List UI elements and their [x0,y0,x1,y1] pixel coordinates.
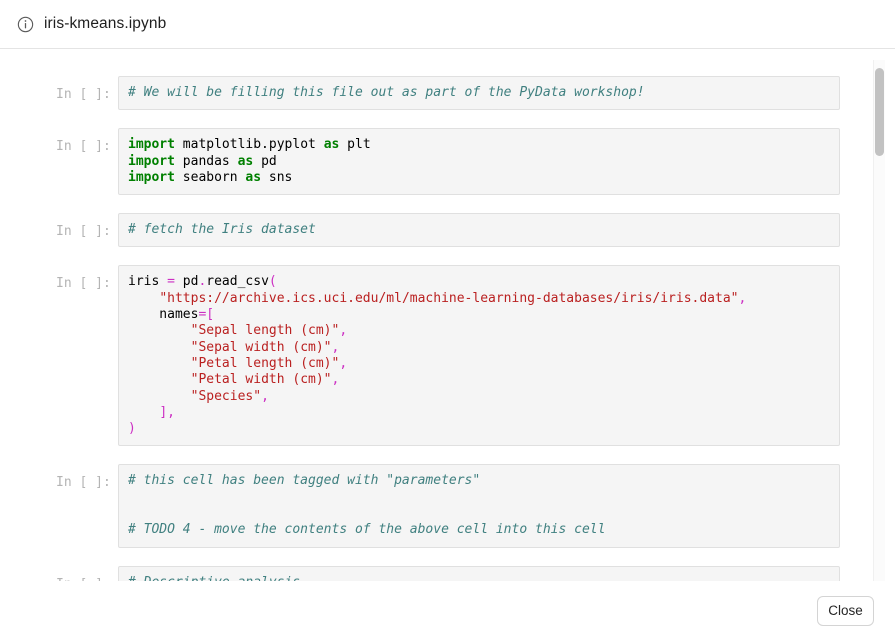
close-button[interactable]: Close [817,596,874,626]
code-token-keyword: import [128,153,175,169]
cell-source: iris.head() [128,627,830,643]
code-token-op: ( [268,274,277,290]
code-token-op: . [159,626,168,642]
cell-prompt: In [ ]: [56,628,111,643]
code-token-op: , [331,372,340,388]
code-token-op: . [198,274,207,290]
cell-source: iris = pd.read_csv( "https://archive.ics… [128,274,830,437]
notebook-body: In [ ]: # We will be filling this file ou… [0,50,895,643]
code-token-plain [128,372,191,387]
cell-editor[interactable]: iris.head() [118,617,840,643]
code-token-plain [128,291,159,306]
notebook-cell: In [ ]: iris = pd.read_csv( "https://arch… [0,265,858,447]
cell-editor[interactable]: # fetch the Iris dataset [118,213,840,248]
cell-editor[interactable]: iris = pd.read_csv( "https://archive.ics… [118,265,840,447]
code-token-plain: head [167,626,199,642]
code-blank-line [128,490,830,506]
code-token-op: , [738,290,747,306]
code-token-string: "Species" [190,388,262,404]
cell-prompt: In [ ]: [56,276,111,292]
code-token-keyword: as [237,153,254,169]
code-token-plain: pd [174,274,199,290]
code-token-op: =[ [198,307,215,323]
notebook-cell: In [ ]: # this cell has been tagged with … [0,464,858,548]
code-token-op: = [167,274,175,290]
cell-prompt: In [ ]: [56,87,111,102]
code-token-plain: matplotlib.pyplot [174,137,324,153]
code-token-plain: plt [339,137,371,153]
info-circle-icon [17,16,34,32]
code-token-comment: # We will be filling this file out as pa… [128,85,645,100]
code-token-string: "Sepal width (cm)" [190,339,332,355]
code-token-plain: iris [128,626,160,642]
code-token-plain [128,405,159,420]
code-token-keyword: as [245,169,262,185]
cell-prompt: In [ ]: [56,475,111,491]
code-token-plain: iris [128,274,168,290]
code-token-plain [128,340,191,355]
notebook-cell: In [ ]: # Descriptive analysis [0,565,858,600]
notebook-cell-list: In [ ]: # We will be filling this file ou… [0,50,858,643]
cell-prompt: In [ ]: [56,576,111,592]
cell-editor[interactable]: # this cell has been tagged with "parame… [118,464,840,548]
code-token-keyword: import [128,137,175,153]
vertical-scrollbar[interactable] [873,60,885,631]
cell-source: # fetch the Iris dataset [128,222,830,238]
notebook-cell: In [ ]: iris.head() [0,617,858,643]
notebook-cell: In [ ]: # fetch the Iris dataset [0,213,858,248]
code-token-string: "Petal width (cm)" [190,372,332,388]
cell-source: # this cell has been tagged with "parame… [128,473,830,538]
cell-editor[interactable]: # We will be filling this file out as pa… [118,76,840,111]
code-token-plain: read_csv [206,274,269,290]
code-token-op: ], [159,404,175,420]
cell-editor[interactable]: # Descriptive analysis [118,565,840,600]
code-token-plain: pd [253,153,277,169]
code-token-comment: # Descriptive analysis [128,574,301,590]
cell-source: # We will be filling this file out as pa… [128,85,830,101]
code-token-plain: pandas [174,153,238,169]
code-token-op: , [261,388,269,404]
code-token-string: "Sepal length (cm)" [190,323,340,339]
notebook-cell: In [ ]: import matplotlib.pyplot as plt i… [0,128,858,196]
code-token-op: () [198,626,215,642]
notebook-header: iris-kmeans.ipynb [0,0,895,49]
code-token-plain [128,389,191,404]
code-token-string: "https://archive.ics.uci.edu/ml/machine-… [159,290,739,306]
code-token-op: ) [128,421,136,437]
code-token-plain [128,323,191,338]
code-token-plain [128,356,191,371]
code-token-op: , [331,339,340,355]
code-token-keyword: import [128,169,175,185]
code-token-plain: sns [261,169,293,185]
page-title: iris-kmeans.ipynb [44,15,167,32]
cell-editor[interactable]: import matplotlib.pyplot as plt import p… [118,128,840,196]
code-token-comment: # TODO 4 - move the contents of the abov… [128,522,606,538]
code-token-op: , [339,323,348,339]
code-token-plain: seaborn [174,169,246,185]
cell-prompt: In [ ]: [56,224,111,240]
code-token-comment: # fetch the Iris dataset [128,222,316,238]
scrollbar-thumb[interactable] [875,68,884,156]
cell-prompt: In [ ]: [56,139,111,155]
notebook-cell: In [ ]: # We will be filling this file ou… [0,76,858,111]
code-token-comment: # this cell has been tagged with "parame… [128,473,481,489]
code-token-keyword: as [323,137,340,153]
code-token-plain: names [128,307,199,323]
code-token-op: , [339,355,348,371]
cell-source: import matplotlib.pyplot as plt import p… [128,137,830,186]
cell-source: # Descriptive analysis [128,575,830,591]
notebook-scroll-area[interactable]: In [ ]: # We will be filling this file ou… [0,50,858,643]
code-token-string: "Petal length (cm)" [190,355,340,371]
